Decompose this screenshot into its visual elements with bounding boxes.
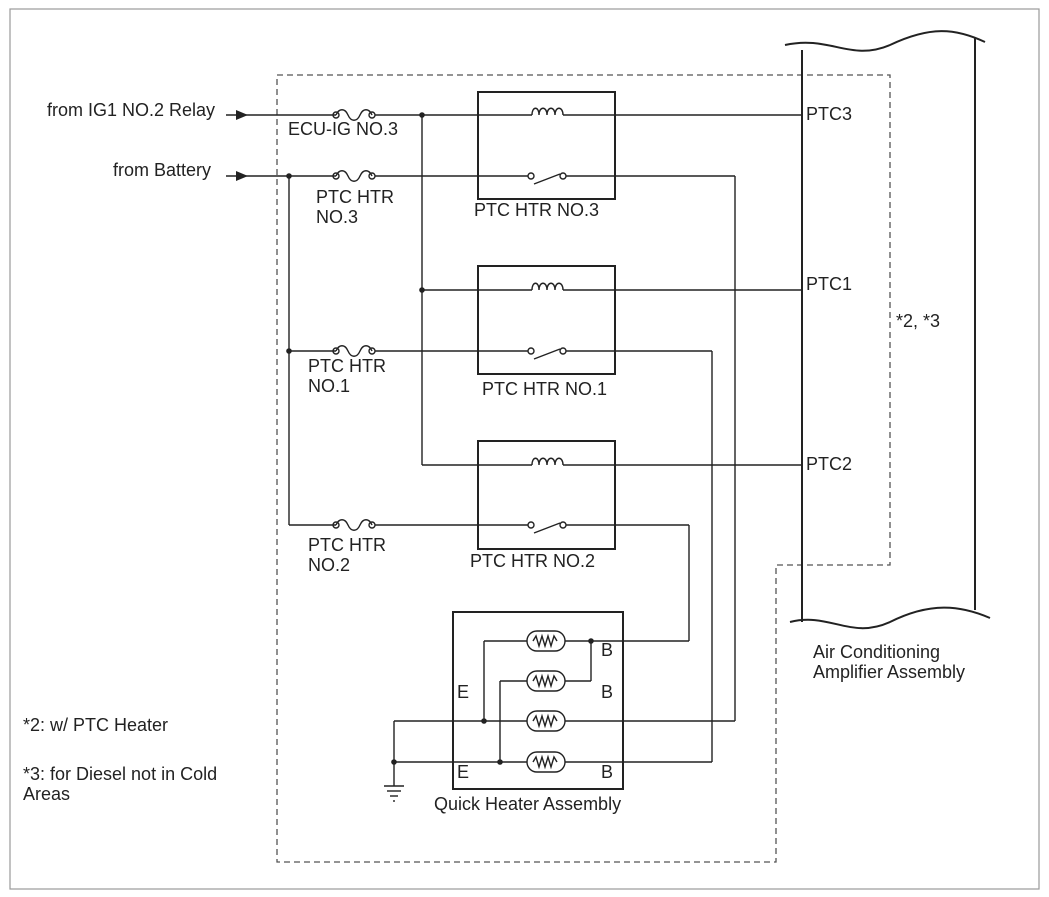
quick-heater-terminal-e1: E [457, 682, 469, 702]
coil-icon [531, 457, 564, 466]
quick-heater-terminal-b3: B [601, 762, 613, 782]
input-label-battery: from Battery [113, 160, 211, 180]
heater-element-2 [526, 670, 566, 692]
diagram-frame [9, 8, 1040, 890]
battery-circuit [226, 170, 528, 531]
resistor-icon [532, 673, 558, 689]
ecu-ig-no3-circuit [226, 109, 802, 466]
resistor-icon [532, 754, 558, 770]
quick-heater-label: Quick Heater Assembly [434, 794, 621, 814]
coil-icon [531, 107, 564, 116]
footnote-3-line1: *3: for Diesel not in Cold [23, 764, 217, 784]
ground-icon [384, 721, 404, 802]
terminal-ptc2: PTC2 [806, 454, 852, 474]
switch-icon [533, 173, 561, 185]
switch-icon [533, 348, 561, 360]
heater-element-4 [526, 751, 566, 773]
fuse-label-ptc-htr-no3: PTC HTR [316, 187, 394, 207]
heater-element-3 [526, 710, 566, 732]
terminal-ptc3: PTC3 [806, 104, 852, 124]
air-conditioning-amplifier [784, 30, 991, 630]
fuse-label-ptc-htr-no3-num: NO.3 [316, 207, 358, 227]
fuse-label-ecu-ig-no3: ECU-IG NO.3 [288, 119, 398, 139]
relay-label-no1: PTC HTR NO.1 [482, 379, 607, 399]
heater-element-1 [526, 630, 566, 652]
fuse-icon [335, 519, 373, 531]
amplifier-note: *2, *3 [896, 311, 940, 331]
relay-ptc-htr-no1 [477, 265, 713, 762]
fuse-icon [335, 170, 373, 182]
quick-heater-assembly [394, 611, 735, 790]
relay-ptc-htr-no2 [477, 440, 690, 641]
quick-heater-terminal-e2: E [457, 762, 469, 782]
footnote-2: *2: w/ PTC Heater [23, 715, 168, 735]
terminal-ptc1: PTC1 [806, 274, 852, 294]
coil-icon [531, 282, 564, 291]
fuse-label-ptc-htr-no1: PTC HTR [308, 356, 386, 376]
input-label-ig1: from IG1 NO.2 Relay [47, 100, 215, 120]
relay-label-no2: PTC HTR NO.2 [470, 551, 595, 571]
relay-ptc-htr-no3 [477, 91, 736, 721]
resistor-icon [532, 713, 558, 729]
quick-heater-terminal-b2: B [601, 682, 613, 702]
fuse-icon [335, 109, 373, 121]
fuse-label-ptc-htr-no2-num: NO.2 [308, 555, 350, 575]
footnote-3-line2: Areas [23, 784, 70, 804]
amplifier-name-line1: Air Conditioning [813, 642, 940, 662]
switch-icon [533, 522, 561, 534]
resistor-icon [532, 633, 558, 649]
relay-label-no3: PTC HTR NO.3 [474, 200, 599, 220]
quick-heater-terminal-b1: B [601, 640, 613, 660]
fuse-label-ptc-htr-no2: PTC HTR [308, 535, 386, 555]
fuse-label-ptc-htr-no1-num: NO.1 [308, 376, 350, 396]
junction-block-boundary [276, 74, 891, 863]
amplifier-name-line2: Amplifier Assembly [813, 662, 965, 682]
fuse-icon [335, 345, 373, 357]
